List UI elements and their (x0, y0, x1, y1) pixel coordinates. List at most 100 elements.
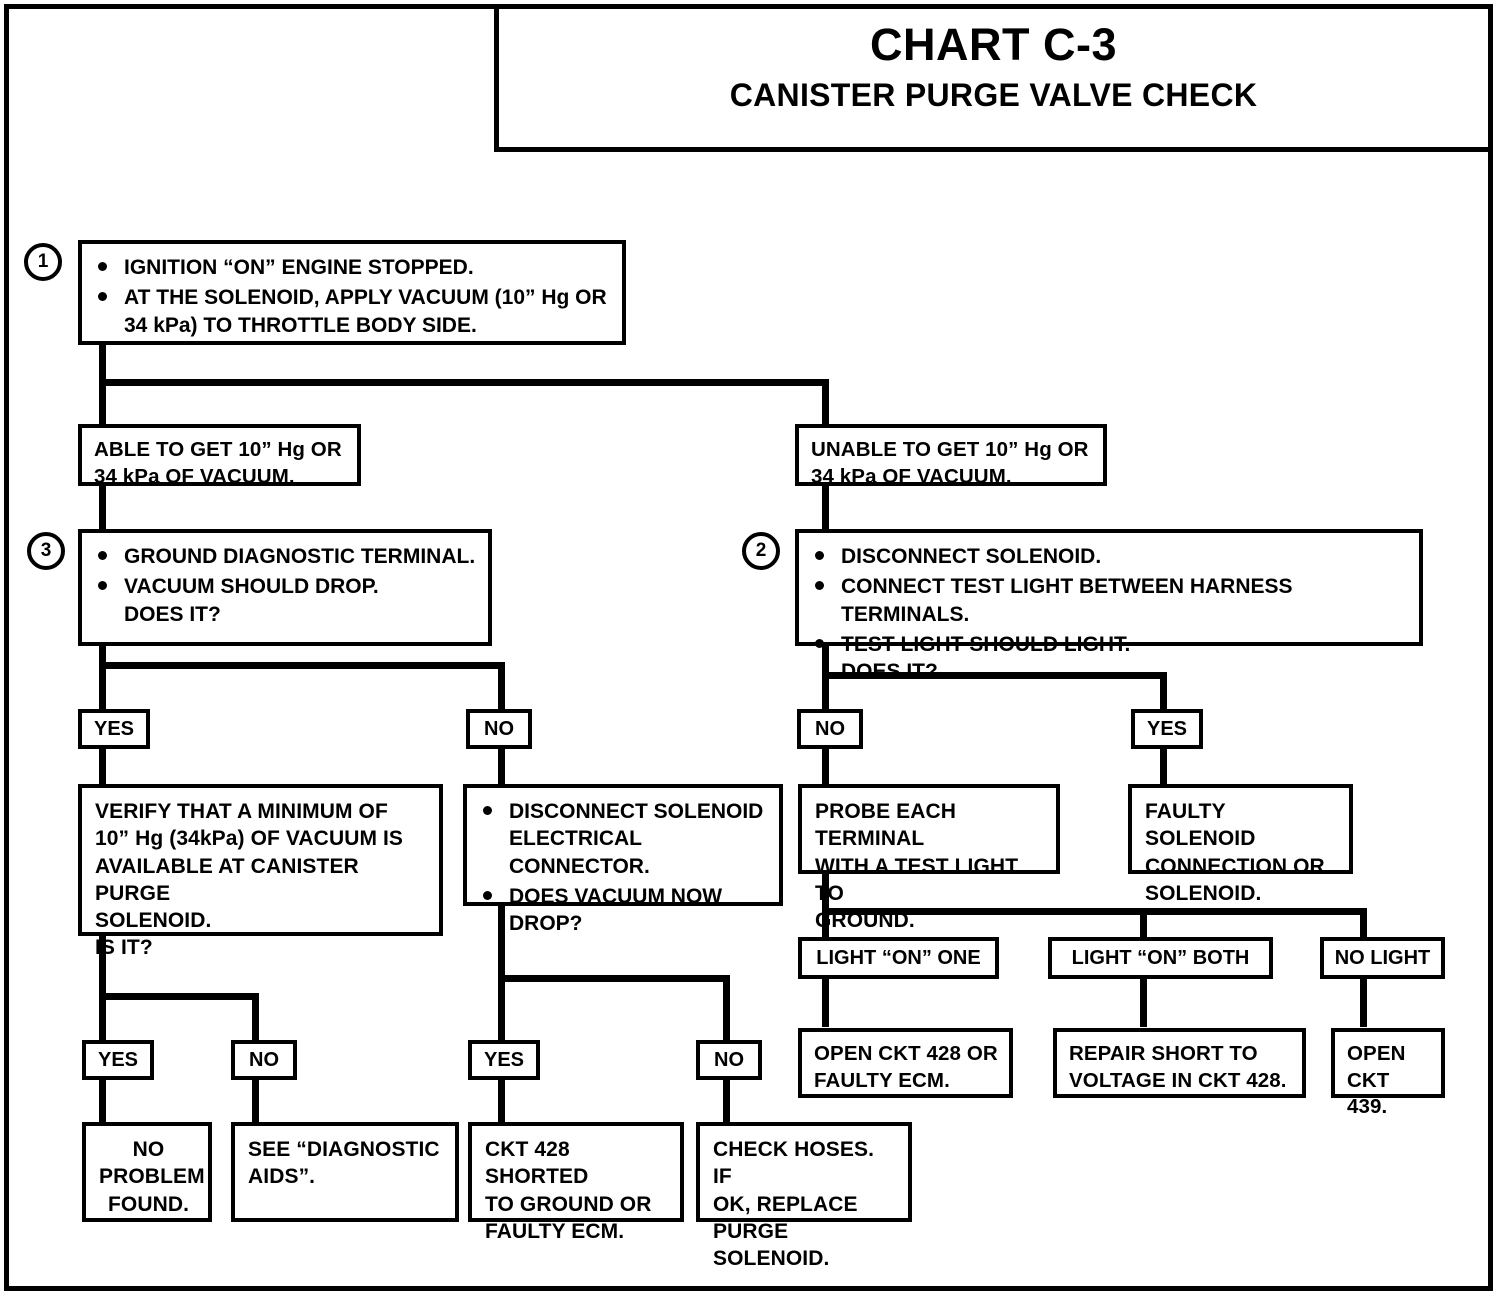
node-open-ckt-439-text: OPEN CKT 439. (1347, 1042, 1406, 1119)
node-light-on-one: LIGHT “ON” ONE (798, 937, 999, 979)
tag-disconnect-no: NO (696, 1040, 762, 1080)
connector-probe-down (822, 871, 829, 941)
node-faulty-solenoid-text: FAULTY SOLENOID CONNECTION OR SOLENOID. (1145, 800, 1325, 905)
node-light-on-both: LIGHT “ON” BOTH (1048, 937, 1273, 979)
node-unable-to-get-vacuum: UNABLE TO GET 10” Hg OR 34 kPa OF VACUUM… (795, 424, 1107, 488)
connector-disconnect-bus (498, 975, 730, 982)
node-repair-short-to-voltage: REPAIR SHORT TO VOLTAGE IN CKT 428. (1053, 1028, 1306, 1098)
connector-verify-yes-down (99, 933, 106, 1045)
tag-verify-yes: YES (82, 1040, 154, 1080)
step-number-1: 1 (24, 243, 62, 281)
bullet-dot-icon (98, 551, 107, 560)
tag-step3-yes: YES (78, 709, 150, 749)
node-able-to-get-vacuum: ABLE TO GET 10” Hg OR 34 kPa OF VACUUM. (78, 424, 361, 488)
node-probe-text: PROBE EACH TERMINAL WITH A TEST LIGHT TO… (815, 800, 1019, 933)
tag-step2-no: NO (797, 709, 863, 749)
bullet-item: DISCONNECT SOLENOID ELECTRICAL CONNECTOR… (483, 798, 771, 880)
node-disconnect-electrical-connector: DISCONNECT SOLENOID ELECTRICAL CONNECTOR… (463, 784, 783, 935)
node-no-problem-found: NO PROBLEM FOUND. (82, 1122, 212, 1222)
bullet-item: IGNITION “ON” ENGINE STOPPED. (98, 254, 614, 281)
bullet-item: CONNECT TEST LIGHT BETWEEN HARNESS TERMI… (815, 573, 1411, 628)
step2-bullet-1: DISCONNECT SOLENOID. (841, 545, 1102, 568)
bullet-item: DISCONNECT SOLENOID. (815, 543, 1411, 570)
node-verify-text: VERIFY THAT A MINIMUM OF 10” Hg (34kPa) … (95, 800, 404, 960)
connector-step3-no-down (498, 662, 505, 712)
node-open-ckt-428-text: OPEN CKT 428 OR FAULTY ECM. (814, 1042, 998, 1092)
node-see-diagnostic-aids-text: SEE “DIAGNOSTIC AIDS”. (248, 1138, 440, 1189)
node-step3: GROUND DIAGNOSTIC TERMINAL. VACUUM SHOUL… (78, 529, 492, 646)
node-step1: IGNITION “ON” ENGINE STOPPED. AT THE SOL… (78, 240, 626, 345)
disconnect-bullet-1: DISCONNECT SOLENOID ELECTRICAL CONNECTOR… (509, 800, 764, 878)
connector-step2-bus (822, 672, 1167, 679)
connector-yes-to-verify (99, 745, 106, 785)
bullet-item: AT THE SOLENOID, APPLY VACUUM (10” Hg OR… (98, 284, 614, 339)
tag-disconnect-yes: YES (468, 1040, 540, 1080)
tag-verify-no: NO (231, 1040, 297, 1080)
node-able-text: ABLE TO GET 10” Hg OR 34 kPa OF VACUUM. (94, 438, 342, 488)
node-faulty-solenoid: FAULTY SOLENOID CONNECTION OR SOLENOID. (1128, 784, 1353, 905)
bullet-item: VACUUM SHOULD DROP. DOES IT? (98, 573, 480, 628)
node-check-hoses: CHECK HOSES. IF OK, REPLACE PURGE SOLENO… (696, 1122, 912, 1270)
node-verify-minimum-vacuum: VERIFY THAT A MINIMUM OF 10” Hg (34kPa) … (78, 784, 443, 959)
bullet-dot-icon (483, 806, 492, 815)
connector-no-to-disconnect (498, 745, 505, 785)
step-number-3: 3 (27, 532, 65, 570)
connector-verify-bus (99, 993, 259, 1000)
connector-step3-yes-down (99, 645, 106, 712)
tag-step2-yes: YES (1131, 709, 1203, 749)
chart-title: CHART C-3 (870, 19, 1117, 70)
node-probe-each-terminal: PROBE EACH TERMINAL WITH A TEST LIGHT TO… (798, 784, 1060, 932)
chart-subtitle: CANISTER PURGE VALVE CHECK (729, 76, 1258, 113)
node-see-diagnostic-aids: SEE “DIAGNOSTIC AIDS”. (231, 1122, 459, 1222)
node-open-ckt-428-or-faulty-ecm: OPEN CKT 428 OR FAULTY ECM. (798, 1028, 1013, 1098)
connector-disconnect-yes-down (498, 903, 505, 1045)
step3-bullet-2: VACUUM SHOULD DROP. DOES IT? (124, 575, 379, 626)
bullet-dot-icon (815, 581, 824, 591)
bullet-dot-icon (815, 551, 824, 560)
connector-step3-bus (99, 662, 505, 669)
tag-step3-no: NO (466, 709, 532, 749)
connector-yes-to-ckt428-shorted (498, 1078, 505, 1123)
node-step2: DISCONNECT SOLENOID. CONNECT TEST LIGHT … (795, 529, 1423, 683)
connector-yes-to-no-problem (99, 1078, 106, 1123)
connector-lighton-one-down (822, 977, 829, 1027)
connector-step2-yes-down (1160, 672, 1167, 712)
connector-no-to-probe (822, 745, 829, 785)
node-open-ckt-439: OPEN CKT 439. (1331, 1028, 1445, 1118)
step-number-2: 2 (742, 532, 780, 570)
bullet-dot-icon (483, 890, 492, 900)
step1-bullet-1: IGNITION “ON” ENGINE STOPPED. (124, 256, 474, 279)
connector-probe-both-down (1140, 908, 1147, 941)
connector-probe-bus (822, 908, 1367, 915)
title-block: CHART C-3 CANISTER PURGE VALVE CHECK (494, 4, 1493, 152)
node-check-hoses-text: CHECK HOSES. IF OK, REPLACE PURGE SOLENO… (713, 1138, 875, 1271)
step3-bullet-1: GROUND DIAGNOSTIC TERMINAL. (124, 545, 476, 568)
bullet-dot-icon (815, 638, 824, 648)
connector-unable-down (822, 379, 829, 424)
connector-disconnect-no-down (723, 975, 730, 1045)
connector-yes-to-faulty (1160, 745, 1167, 785)
connector-nolight-down (1360, 977, 1367, 1027)
connector-verify-no-down (252, 993, 259, 1045)
step2-bullet-3: TEST LIGHT SHOULD LIGHT. DOES IT? (841, 632, 1131, 684)
connector-step1-down (99, 344, 106, 386)
bullet-dot-icon (98, 292, 107, 302)
connector-no-to-diagnostic-aids (252, 1078, 259, 1123)
connector-able-to-step3 (99, 485, 106, 529)
bullet-item: DOES VACUUM NOW DROP? (483, 883, 771, 938)
connector-able-down (99, 379, 106, 424)
bullet-dot-icon (98, 262, 107, 271)
bullet-item: GROUND DIAGNOSTIC TERMINAL. (98, 543, 480, 570)
bullet-dot-icon (98, 581, 107, 591)
node-no-problem-found-text: NO PROBLEM FOUND. (99, 1138, 205, 1216)
node-ckt-428-shorted-text: CKT 428 SHORTED TO GROUND OR FAULTY ECM. (485, 1138, 652, 1243)
bullet-item: TEST LIGHT SHOULD LIGHT. DOES IT? (815, 631, 1411, 686)
connector-unable-to-step2 (822, 485, 829, 529)
node-ckt-428-shorted: CKT 428 SHORTED TO GROUND OR FAULTY ECM. (468, 1122, 684, 1243)
disconnect-bullet-2: DOES VACUUM NOW DROP? (509, 884, 723, 936)
connector-probe-nolight-down (1360, 908, 1367, 941)
node-unable-text: UNABLE TO GET 10” Hg OR 34 kPa OF VACUUM… (811, 438, 1089, 488)
node-repair-short-text: REPAIR SHORT TO VOLTAGE IN CKT 428. (1069, 1042, 1287, 1092)
connector-lighton-both-down (1140, 977, 1147, 1027)
